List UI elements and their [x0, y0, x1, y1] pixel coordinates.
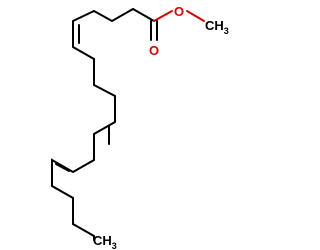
- bond-c2-c1: [132, 8, 155, 22]
- carbon-chain-upper: [51, 8, 134, 237]
- terminal-methyl-label: CH3: [93, 233, 117, 250]
- bond-c1-ester-oxygen: [153, 10, 173, 22]
- skeletal-structure: O O CH3 CH3: [51, 4, 229, 250]
- methyl-label: CH3: [205, 18, 229, 36]
- bond-ester-oxygen-methyl: [186, 10, 205, 22]
- ester-oxygen-label: O: [174, 4, 184, 19]
- carbonyl-oxygen-label: O: [149, 43, 159, 58]
- double-bond-inner-3: [55, 163, 70, 172]
